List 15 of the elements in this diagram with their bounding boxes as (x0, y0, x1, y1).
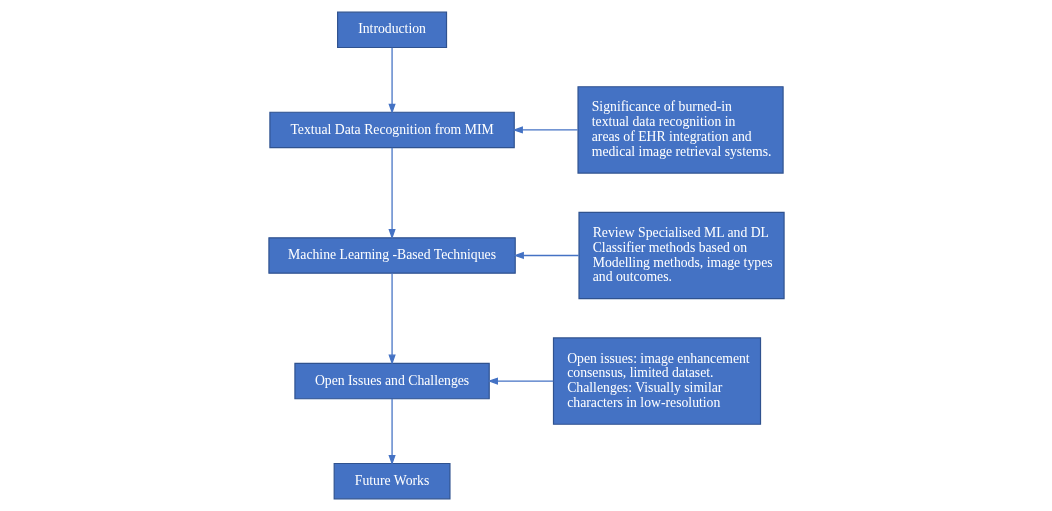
node-box: Machine Learning -Based Techniques (267, 237, 516, 274)
arrow (387, 147, 396, 240)
arrow (387, 398, 396, 466)
arrow (512, 126, 578, 134)
node-box: Textual Data Recognition from MIM (268, 111, 515, 149)
arrow (487, 377, 554, 385)
node-box: Open issues: image enhancement consensus, limited dataset. Challenges: Visually similar characters in low-resolution (552, 337, 761, 425)
arrow (387, 272, 396, 365)
node-box: Introduction (336, 11, 447, 49)
node-box: Future Works (333, 462, 451, 500)
node-box: Review Specialised ML and DL Classifier methods based on Modelling methods, image types and outcomes. (577, 211, 785, 300)
arrow (387, 47, 396, 115)
arrow (512, 251, 579, 260)
node-box: Significance of burned-in textual data recognition in areas of EHR integration and medical image retrieval systems. (576, 86, 784, 174)
node-box: Open Issues and Challenges (293, 362, 490, 400)
